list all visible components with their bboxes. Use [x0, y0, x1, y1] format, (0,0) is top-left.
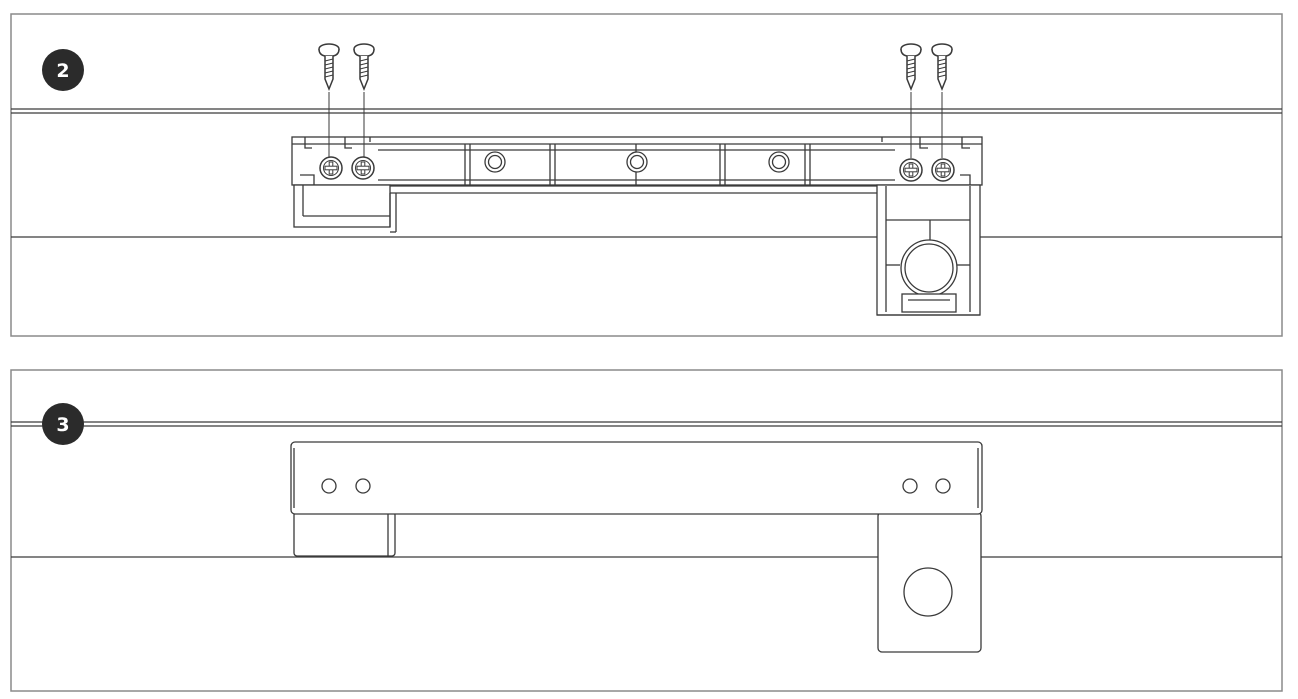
step-3-panel: 3 — [10, 369, 1283, 692]
step-3-badge: 3 — [42, 403, 84, 445]
screw-guide-lines — [328, 92, 943, 158]
mounting-hole-icon — [321, 478, 337, 494]
step-2-badge: 2 — [42, 49, 84, 91]
mounting-hole-icon — [902, 478, 918, 494]
bracket-cover — [290, 441, 983, 653]
bracket-assembly — [291, 136, 983, 316]
mounting-hole-icon — [935, 478, 951, 494]
step-3-number: 3 — [56, 414, 69, 436]
mounting-hole-icon — [355, 478, 371, 494]
step-2-number: 2 — [56, 60, 69, 82]
step-2-panel: 2 — [10, 13, 1283, 337]
mounting-hole-icon — [903, 567, 953, 617]
